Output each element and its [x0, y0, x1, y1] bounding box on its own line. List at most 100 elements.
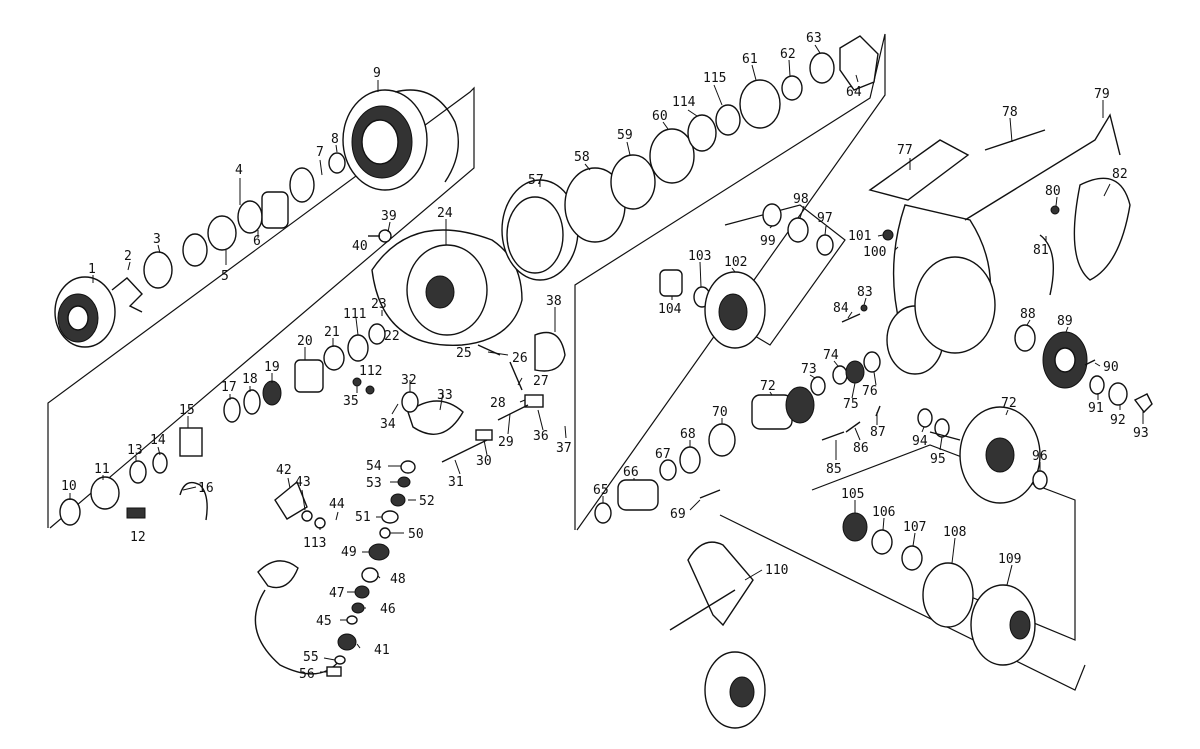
ring-part-96 — [1032, 470, 1048, 490]
part-label: 78 — [1002, 105, 1018, 120]
spring-part-16 — [179, 481, 208, 521]
washer-part-5 — [207, 215, 237, 251]
bearing-part-92 — [1108, 382, 1128, 406]
part-label: 84 — [833, 301, 849, 316]
washer-part-94 — [917, 408, 933, 428]
bearing-part-70 — [708, 423, 736, 457]
part-label: 30 — [476, 454, 492, 469]
washer-part-43 — [301, 510, 313, 522]
part-label: 89 — [1057, 314, 1073, 329]
screw-part-80 — [1050, 205, 1060, 215]
ring-part-97 — [816, 234, 834, 256]
drag-knob-washer-part — [143, 251, 173, 289]
roller-part-41 — [337, 633, 357, 651]
shaft-part-79 — [964, 113, 1121, 221]
rotor-body-part — [501, 179, 579, 281]
body-gear-frame — [719, 514, 1086, 691]
bearing-part-18 — [243, 389, 261, 415]
part-label: 21 — [324, 325, 340, 340]
roller-part-55 — [334, 655, 346, 665]
part-label: 53 — [366, 476, 382, 491]
roller-part-56 — [326, 666, 342, 677]
part-label: 114 — [672, 95, 696, 110]
part-label: 10 — [61, 479, 77, 494]
part-label: 65 — [593, 483, 609, 498]
spindle-nut-part — [90, 476, 146, 519]
drive-gear-part — [929, 406, 1041, 504]
part-label: 61 — [742, 52, 758, 67]
ring-part-91 — [1089, 375, 1105, 395]
ring-part-61 — [739, 79, 781, 129]
part-label: 76 — [862, 384, 878, 399]
pin-part-27 — [509, 361, 523, 391]
part-label: 90 — [1103, 360, 1119, 375]
screw-part-112 — [365, 385, 375, 395]
part-label: 35 — [343, 394, 359, 409]
part-label: 50 — [408, 527, 424, 542]
part-label: 7 — [316, 145, 324, 160]
ring-part-62 — [781, 75, 803, 101]
washer-part-13 — [129, 460, 147, 484]
ring-part-114 — [687, 114, 717, 152]
part-label: 23 — [371, 297, 387, 312]
part-label: 5 — [221, 269, 229, 284]
part-label: 47 — [329, 586, 345, 601]
part-label: 28 — [490, 396, 506, 411]
part-label: 44 — [329, 497, 345, 512]
part-label: 80 — [1045, 184, 1061, 199]
collar-part-21 — [323, 345, 345, 371]
part-label: 73 — [801, 362, 817, 377]
part-label: 91 — [1088, 401, 1104, 416]
part-label: 94 — [912, 434, 928, 449]
screw-part-101 — [882, 229, 894, 241]
ring-part-76 — [863, 351, 881, 373]
part-label: 42 — [276, 463, 292, 478]
part-label: 6 — [253, 234, 261, 249]
part-label: 1 — [88, 262, 96, 277]
part-label: 68 — [680, 427, 696, 442]
part-label: 109 — [998, 552, 1021, 567]
nut-part-64 — [839, 35, 879, 91]
screw-part-39 — [378, 229, 392, 243]
rotor-group-frame — [574, 33, 886, 531]
part-label: 113 — [303, 536, 326, 551]
gasket-part-81 — [1039, 234, 1055, 296]
part-label: 96 — [1032, 449, 1048, 464]
screw-part-84 — [841, 313, 861, 323]
bail-holder-part — [407, 400, 464, 435]
part-label: 77 — [897, 143, 913, 158]
part-label: 64 — [846, 85, 862, 100]
cap-part-104 — [659, 269, 683, 297]
part-label: 29 — [498, 435, 514, 450]
part-label: 105 — [841, 487, 864, 502]
part-label: 15 — [179, 403, 195, 418]
part-label: 75 — [843, 397, 859, 412]
part-label: 100 — [863, 245, 886, 260]
part-label: 86 — [853, 441, 869, 456]
part-label: 22 — [384, 329, 400, 344]
roller-part-52 — [390, 493, 406, 507]
part-label: 26 — [512, 351, 528, 366]
roller-part-49 — [368, 543, 390, 561]
bearing-part-105 — [842, 512, 868, 542]
part-label: 14 — [150, 433, 166, 448]
part-label: 33 — [437, 388, 453, 403]
spool-part — [342, 89, 460, 191]
part-label: 81 — [1033, 243, 1049, 258]
roller-part-46 — [351, 602, 365, 614]
pin-part-86 — [845, 421, 861, 433]
part-label: 79 — [1094, 87, 1110, 102]
pinion-gear-part — [751, 386, 815, 430]
roller-part-51 — [381, 510, 399, 524]
part-label: 3 — [153, 232, 161, 247]
part-label: 93 — [1133, 426, 1149, 441]
part-label: 107 — [903, 520, 926, 535]
screw-part-83 — [860, 304, 868, 312]
part-label: 112 — [359, 364, 382, 379]
part-label: 85 — [826, 462, 842, 477]
part-label: 110 — [765, 563, 788, 578]
roller-part-47 — [354, 585, 370, 599]
part-label: 52 — [419, 494, 435, 509]
washer-part-10 — [59, 498, 81, 526]
part-number-labels: 1 2 3 4 5 6 7 8 9 10 11 12 13 14 15 16 1… — [61, 31, 1149, 682]
